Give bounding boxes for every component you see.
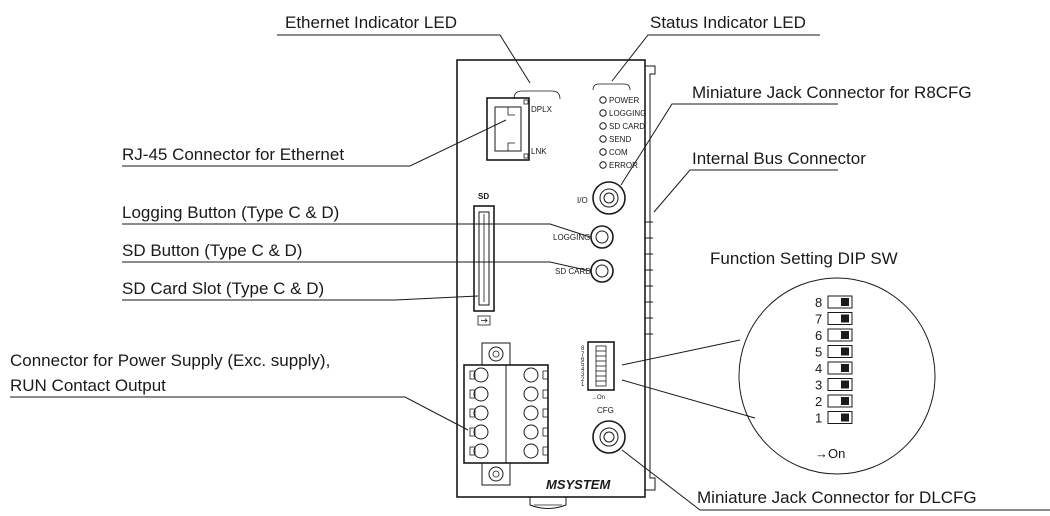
status-led-power xyxy=(599,96,607,104)
status-led-error xyxy=(599,161,607,169)
dip-position-label: 6 xyxy=(815,328,822,343)
callout-jack-dlcfg: Miniature Jack Connector for DLCFG xyxy=(697,488,977,507)
callout-function-dip: Function Setting DIP SW xyxy=(710,249,898,268)
panel-dip-num-7: 7 xyxy=(581,352,585,358)
leader-lines xyxy=(10,34,1050,511)
callout-sd-slot: SD Card Slot (Type C & D) xyxy=(122,279,324,298)
sd-button-label: SD CARD xyxy=(555,267,591,276)
io-label: I/O xyxy=(577,196,588,205)
status-led-com xyxy=(599,148,607,156)
dip-switch-slot xyxy=(827,295,853,309)
panel-dip-num-8: 8 xyxy=(581,346,585,352)
power-terminal-block xyxy=(463,342,549,486)
panel-dip-num-6: 6 xyxy=(581,357,585,363)
dip-position-label: 4 xyxy=(815,361,822,376)
dip-position-label: 3 xyxy=(815,378,822,393)
dip-switch-slot xyxy=(827,411,853,424)
dip-on-label: →On xyxy=(815,446,845,461)
dip-switch-slot xyxy=(827,328,853,342)
sd-button: SD CARD xyxy=(555,259,614,283)
panel-dip-switch: 8 7 6 5 4 3 2 1 →On xyxy=(581,341,615,401)
dip-position-label: 7 xyxy=(815,312,822,327)
status-led-label-sd-card: SD CARD xyxy=(609,122,645,131)
panel-dip-num-3: 3 xyxy=(581,372,585,378)
panel-dip-num-4: 4 xyxy=(581,367,585,373)
dip-switch-slot xyxy=(827,361,853,375)
callout-sd-button: SD Button (Type C & D) xyxy=(122,241,302,260)
dip-switch-slot xyxy=(827,394,853,408)
rj45-port: DPLX LNK xyxy=(486,97,553,161)
status-led-logging xyxy=(599,109,607,117)
callout-status-led: Status Indicator LED xyxy=(650,13,806,32)
ethernet-led-bracket xyxy=(513,90,561,100)
status-led-label-send: SEND xyxy=(609,135,631,144)
dip-switch-knob xyxy=(841,364,849,372)
callout-internal-bus: Internal Bus Connector xyxy=(692,149,866,168)
callout-ethernet-led: Ethernet Indicator LED xyxy=(285,13,457,32)
callout-jack-r8cfg: Miniature Jack Connector for R8CFG xyxy=(692,83,972,102)
status-led-label-com: COM xyxy=(609,148,628,157)
dip-position-label: 2 xyxy=(815,394,822,409)
dip-switch-slot xyxy=(827,312,853,325)
panel-dip-num-5: 5 xyxy=(581,362,585,368)
callout-rj45: RJ-45 Connector for Ethernet xyxy=(122,145,344,164)
status-led-sd-card xyxy=(599,122,607,130)
logging-button: LOGGING xyxy=(553,225,614,249)
panel-dip-num-2: 2 xyxy=(581,377,585,383)
callout-power-connector-line1: Connector for Power Supply (Exc. supply)… xyxy=(10,351,330,370)
r8cfg-jack: I/O xyxy=(577,181,626,215)
dip-switch-knob xyxy=(841,314,849,323)
status-led-label-error: ERROR xyxy=(609,161,638,170)
dip-position-label: 8 xyxy=(815,295,822,310)
dip-switch-slot xyxy=(827,345,853,358)
status-led-label-logging: LOGGING xyxy=(609,109,646,118)
status-led-send xyxy=(599,135,607,143)
dip-switch-slot xyxy=(827,378,853,391)
dip-switch-knob xyxy=(841,380,849,389)
dip-switch-magnified: 8 76 54 32 1 →On xyxy=(738,277,936,475)
dip-switch-knob xyxy=(841,347,849,356)
cfg-label: CFG xyxy=(597,406,614,415)
dip-switch-knob xyxy=(841,331,849,339)
device-front-panel xyxy=(456,59,656,509)
panel-dip-on-label: →On xyxy=(591,395,605,401)
lnk-label: LNK xyxy=(531,147,547,156)
panel-dip-num-1: 1 xyxy=(581,382,585,388)
dip-switch-knob xyxy=(841,397,849,405)
callout-power-connector-line2: RUN Contact Output xyxy=(10,376,166,395)
status-led-label-power: POWER xyxy=(609,96,639,105)
dip-switch-knob xyxy=(841,413,849,422)
sd-slot-label: SD xyxy=(478,192,489,201)
dplx-label: DPLX xyxy=(531,105,553,114)
dip-position-label: 1 xyxy=(815,411,822,426)
dip-position-label: 5 xyxy=(815,345,822,360)
dip-switch-knob xyxy=(841,298,849,306)
sd-card-slot: SD xyxy=(473,192,495,326)
dlcfg-jack: CFG xyxy=(592,406,626,454)
status-led-group: POWER LOGGING SD CARD SEND COM ERROR xyxy=(592,83,646,170)
logging-button-label: LOGGING xyxy=(553,233,590,242)
callout-logging-button: Logging Button (Type C & D) xyxy=(122,203,339,222)
internal-bus-connector xyxy=(645,221,653,335)
brand-logo: MSYSTEM xyxy=(546,477,611,492)
